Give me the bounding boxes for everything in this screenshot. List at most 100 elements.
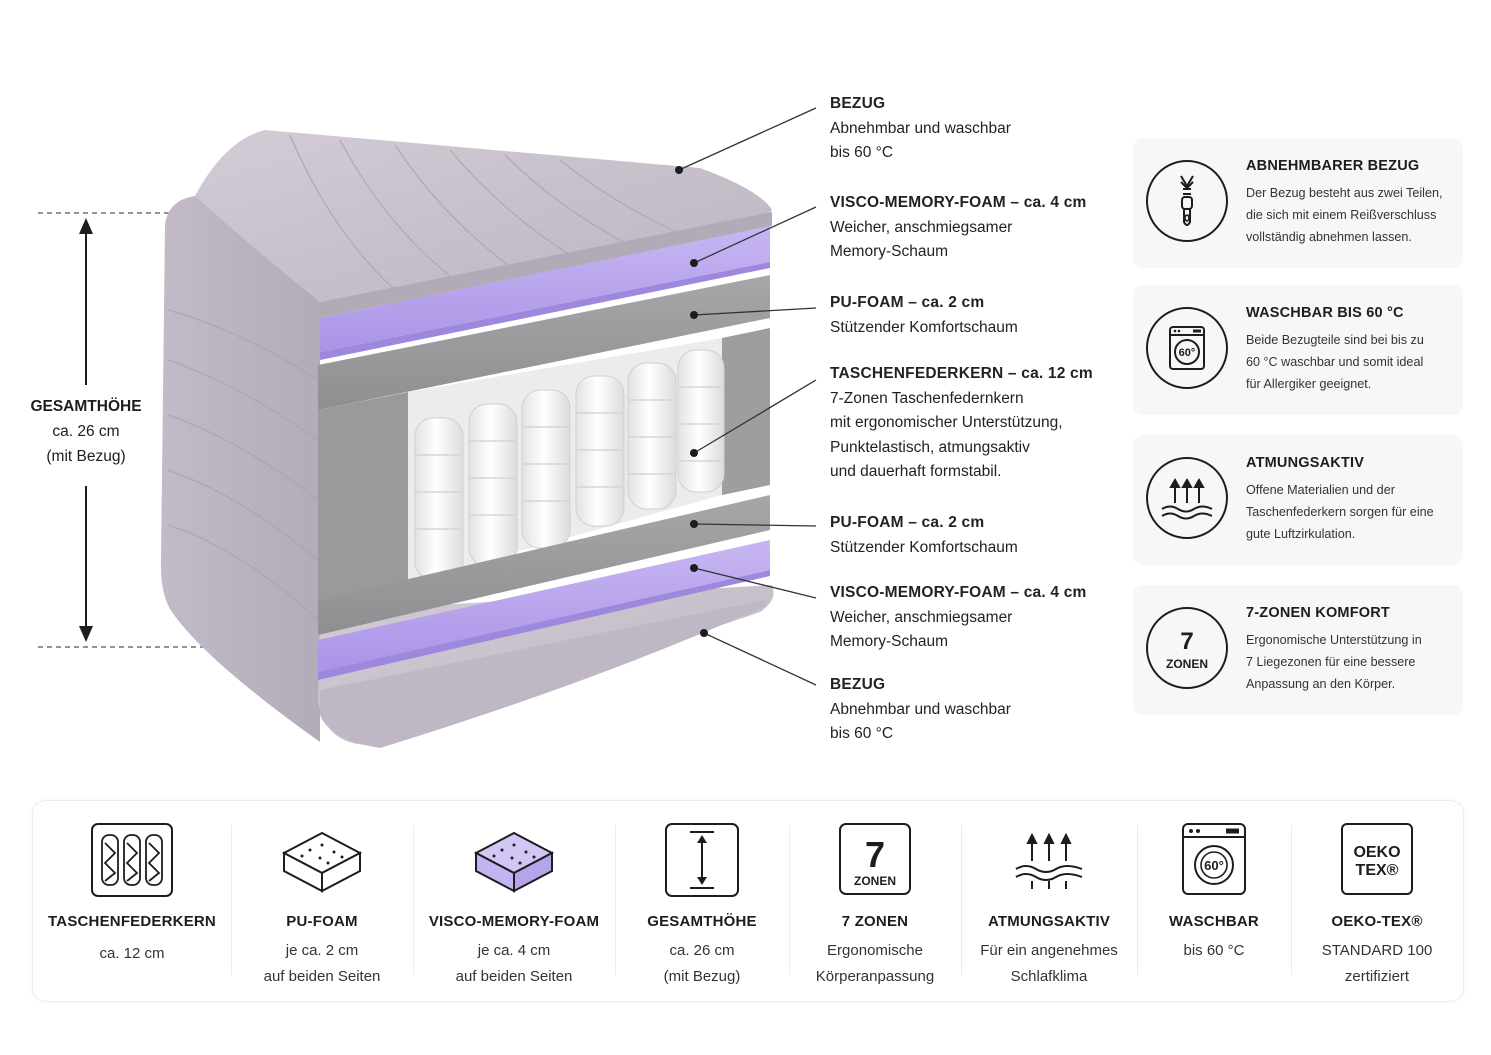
feature-text: ca. 12 cm	[33, 941, 231, 967]
divider	[231, 825, 232, 975]
feature-summary-bar: TASCHENFEDERKERN ca. 12 cm PU-FOAM je ca…	[32, 800, 1464, 1002]
feature-pocket-spring: TASCHENFEDERKERN ca. 12 cm	[33, 801, 231, 1001]
divider	[789, 825, 790, 975]
zones-number: 7	[1180, 628, 1193, 655]
layer-text: Memory-Schaum	[830, 633, 948, 650]
feature-card-seven-zones: 7 ZONEN 7-ZONEN KOMFORT Ergonomische Unt…	[1133, 585, 1463, 715]
layer-text: 7-Zonen Taschenfedernkern	[830, 389, 1024, 407]
layer-text: Stützender Komfortschaum	[830, 318, 1018, 336]
layer-label-top-cover: BEZUG Abnehmbar und waschbar bis 60 °C	[830, 92, 1120, 166]
layer-label-bottom-pu: PU-FOAM – ca. 2 cm Stützender Komfortsch…	[830, 511, 1120, 560]
tex-text: TEX®	[1356, 862, 1399, 879]
feature-line: ca. 26 cm	[669, 942, 735, 959]
feature-text: Ergonomische Körperanpassung	[789, 938, 961, 990]
feature-line: auf beiden Seiten	[263, 968, 381, 985]
zones-word: ZONEN	[854, 874, 896, 888]
feature-line: bis 60 °C	[1183, 942, 1245, 959]
card-title: ATMUNGSAKTIV	[1246, 455, 1365, 471]
card-line: Der Bezug besteht aus zwei Teilen,	[1246, 186, 1443, 200]
feature-line: ca. 12 cm	[99, 945, 165, 962]
card-line: 60 °C waschbar und somit ideal	[1246, 355, 1424, 369]
feature-seven-zones: 7 ZONEN 7 ZONEN Ergonomische Körperanpas…	[789, 801, 961, 1001]
card-line: vollständig abnehmen lassen.	[1246, 230, 1412, 244]
feature-washable: 60° WASCHBAR bis 60 °C	[1137, 801, 1291, 1001]
airflow-icon	[1146, 457, 1228, 539]
card-line: gute Luftzirkulation.	[1246, 527, 1356, 541]
feature-title: TASCHENFEDERKERN	[48, 913, 216, 930]
feature-text: STANDARD 100 zertifiziert	[1291, 938, 1463, 990]
card-description: Beide Bezugteile sind bei bis zu 60 °C w…	[1246, 329, 1454, 395]
card-line: die sich mit einem Reißverschluss	[1246, 208, 1437, 222]
layer-text: mit ergonomischer Unterstützung,	[830, 414, 1063, 431]
card-title: 7-ZONEN KOMFORT	[1246, 605, 1390, 621]
wash-temp-text: 60°	[1179, 347, 1196, 359]
total-height-title: GESAMTHÖHE	[30, 398, 142, 415]
feature-breathable: ATMUNGSAKTIV Für ein angenehmes Schlafkl…	[961, 801, 1137, 1001]
pocket-spring-icon	[91, 823, 173, 897]
feature-line: Ergonomische	[827, 942, 923, 959]
feature-title: WASCHBAR	[1169, 913, 1259, 930]
visco-foam-icon	[473, 831, 555, 893]
feature-title: VISCO-MEMORY-FOAM	[428, 913, 600, 930]
layer-title: TASCHENFEDERKERN – ca. 12 cm	[830, 365, 1093, 382]
card-line: Taschenfederkern sorgen für eine	[1246, 505, 1434, 519]
divider	[961, 825, 962, 975]
washing-machine-icon: 60°	[1182, 823, 1246, 895]
card-title: WASCHBAR BIS 60 °C	[1246, 305, 1404, 321]
layer-title: VISCO-MEMORY-FOAM – ca. 4 cm	[830, 584, 1087, 601]
layer-title: PU-FOAM – ca. 2 cm	[830, 514, 985, 531]
feature-card-breathable: ATMUNGSAKTIV Offene Materialien und der …	[1133, 435, 1463, 565]
feature-oeko-tex: OEKO TEX® OEKO-TEX® STANDARD 100 zertifi…	[1291, 801, 1463, 1001]
card-line: 7 Liegezonen für eine bessere	[1246, 655, 1416, 669]
divider	[615, 825, 616, 975]
card-title: ABNEHMBARER BEZUG	[1246, 158, 1420, 174]
seven-zones-icon: 7 ZONEN	[839, 823, 911, 895]
layer-label-spring-core: TASCHENFEDERKERN – ca. 12 cm 7-Zonen Tas…	[830, 362, 1120, 485]
layer-title: VISCO-MEMORY-FOAM – ca. 4 cm	[830, 194, 1087, 211]
card-line: Ergonomische Unterstützung in	[1246, 633, 1422, 647]
mattress-block	[160, 130, 774, 748]
total-height-line: (mit Bezug)	[46, 448, 126, 465]
feature-line: (mit Bezug)	[663, 968, 741, 985]
feature-title: GESAMTHÖHE	[647, 913, 757, 930]
zones-word: ZONEN	[1166, 657, 1208, 671]
feature-title: PU-FOAM	[286, 913, 358, 930]
feature-title: OEKO-TEX®	[1331, 913, 1423, 930]
feature-line: STANDARD 100	[1321, 942, 1433, 959]
layer-text: Abnehmbar und waschbar	[830, 700, 1011, 718]
layer-text: bis 60 °C	[830, 725, 894, 742]
feature-line: zertifiziert	[1344, 968, 1410, 985]
layer-text: und dauerhaft formstabil.	[830, 463, 1002, 480]
layer-title: BEZUG	[830, 676, 886, 693]
feature-text: bis 60 °C	[1137, 938, 1291, 964]
layer-text: Weicher, anschmiegsamer	[830, 218, 1013, 236]
feature-text: je ca. 4 cm auf beiden Seiten	[413, 938, 615, 990]
feature-line: je ca. 4 cm	[477, 942, 551, 959]
feature-text: je ca. 2 cm auf beiden Seiten	[231, 938, 413, 990]
seven-zones-icon: 7 ZONEN	[1146, 607, 1228, 689]
layer-label-top-visco: VISCO-MEMORY-FOAM – ca. 4 cm Weicher, an…	[830, 191, 1120, 265]
layer-text: Punktelastisch, atmungsaktiv	[830, 438, 1030, 456]
feature-line: je ca. 2 cm	[285, 942, 359, 959]
card-line: Beide Bezugteile sind bei bis zu	[1246, 333, 1424, 347]
feature-title: 7 ZONEN	[841, 913, 909, 930]
feature-card-removable-cover: ABNEHMBARER BEZUG Der Bezug besteht aus …	[1133, 138, 1463, 268]
feature-pu-foam: PU-FOAM je ca. 2 cm auf beiden Seiten	[231, 801, 413, 1001]
divider	[413, 825, 414, 975]
card-line: Offene Materialien und der	[1246, 483, 1395, 497]
pocket-springs	[414, 349, 725, 581]
leader-lines	[675, 107, 817, 686]
card-line: für Allergiker geeignet.	[1246, 377, 1372, 391]
pu-foam-icon	[281, 831, 363, 893]
feature-line: Für ein angenehmes	[980, 942, 1118, 959]
layer-text: Weicher, anschmiegsamer	[830, 608, 1013, 626]
wash-temp-text: 60°	[1204, 858, 1224, 873]
layer-label-bottom-visco: VISCO-MEMORY-FOAM – ca. 4 cm Weicher, an…	[830, 581, 1120, 655]
zones-number: 7	[865, 834, 885, 875]
card-line: Anpassung an den Körper.	[1246, 677, 1396, 691]
feature-line: Körperanpassung	[815, 968, 935, 985]
feature-text: Für ein angenehmes Schlafklima	[961, 938, 1137, 990]
zipper-icon	[1146, 160, 1228, 242]
total-height-line: ca. 26 cm	[52, 423, 120, 440]
